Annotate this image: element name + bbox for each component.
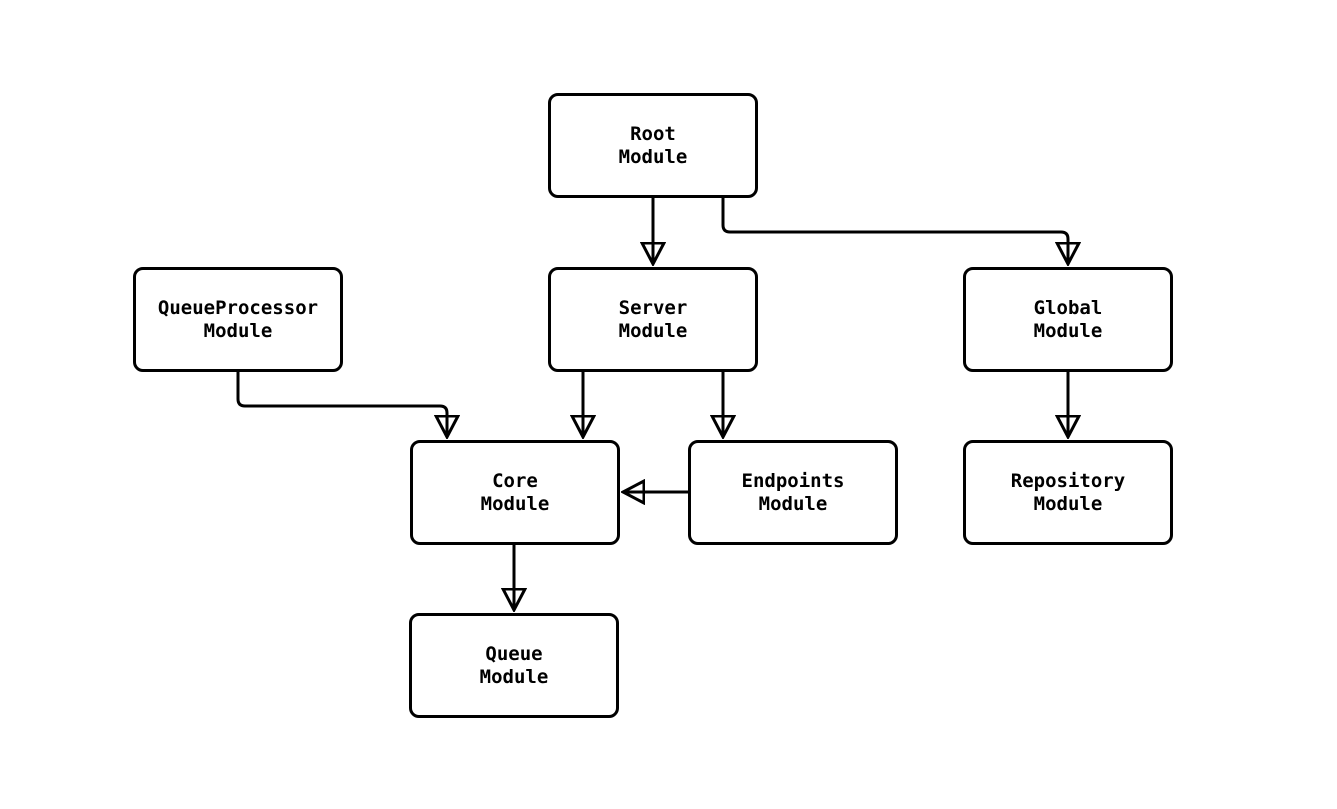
node-label-line: Module bbox=[480, 492, 550, 515]
node-label-line: Module bbox=[758, 492, 828, 515]
node-core-module: Core Module bbox=[410, 440, 620, 545]
node-server-module: Server Module bbox=[548, 267, 758, 372]
node-endpoints-module: Endpoints Module bbox=[688, 440, 898, 545]
node-queueprocessor-module: QueueProcessor Module bbox=[133, 267, 343, 372]
node-label-line: QueueProcessor bbox=[157, 296, 319, 319]
node-label-line: Module bbox=[1033, 319, 1103, 342]
node-label-line: Core bbox=[492, 469, 538, 492]
node-label-line: Endpoints bbox=[741, 469, 845, 492]
node-queue-module: Queue Module bbox=[409, 613, 619, 718]
node-label-line: Global bbox=[1033, 296, 1103, 319]
node-label-line: Repository bbox=[1010, 469, 1126, 492]
node-label-line: Module bbox=[479, 665, 549, 688]
node-repository-module: Repository Module bbox=[963, 440, 1173, 545]
node-label-line: Server bbox=[618, 296, 688, 319]
node-label-line: Queue bbox=[485, 642, 543, 665]
node-label-line: Module bbox=[618, 145, 688, 168]
node-global-module: Global Module bbox=[963, 267, 1173, 372]
edge-queueprocessor-to-core-arrow bbox=[236, 372, 447, 436]
node-label-line: Module bbox=[1033, 492, 1103, 515]
node-root-module: Root Module bbox=[548, 93, 758, 198]
edge-root-to-global-arrow bbox=[721, 198, 1068, 263]
node-label-line: Module bbox=[618, 319, 688, 342]
node-label-line: Module bbox=[203, 319, 273, 342]
node-label-line: Root bbox=[630, 122, 676, 145]
